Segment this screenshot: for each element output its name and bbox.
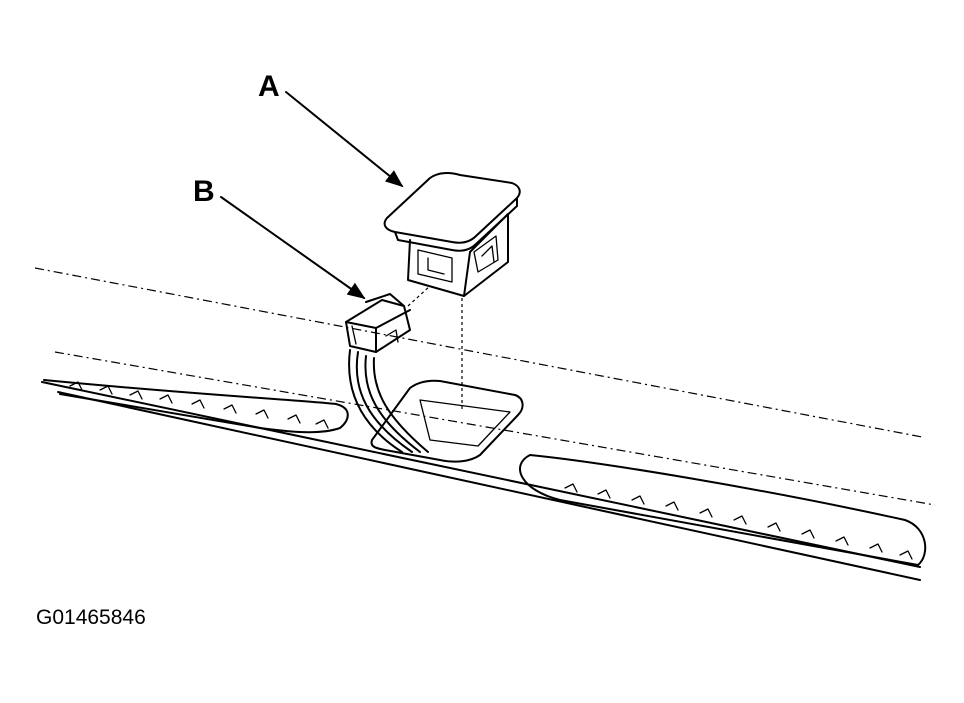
leader-line-a [285, 91, 404, 188]
figure-id: G01465846 [36, 606, 146, 629]
callout-label-b: B [193, 175, 215, 208]
cover-switch [383, 172, 521, 297]
leader-line-b [220, 196, 366, 300]
left-vent [43, 379, 349, 434]
wire-connector [345, 293, 411, 353]
trim-panel [34, 267, 936, 581]
right-vent [519, 454, 927, 566]
assembly-guides [407, 285, 463, 412]
wire-harness [348, 349, 429, 453]
mounting-hole [370, 379, 524, 463]
callout-label-a: A [258, 70, 280, 103]
